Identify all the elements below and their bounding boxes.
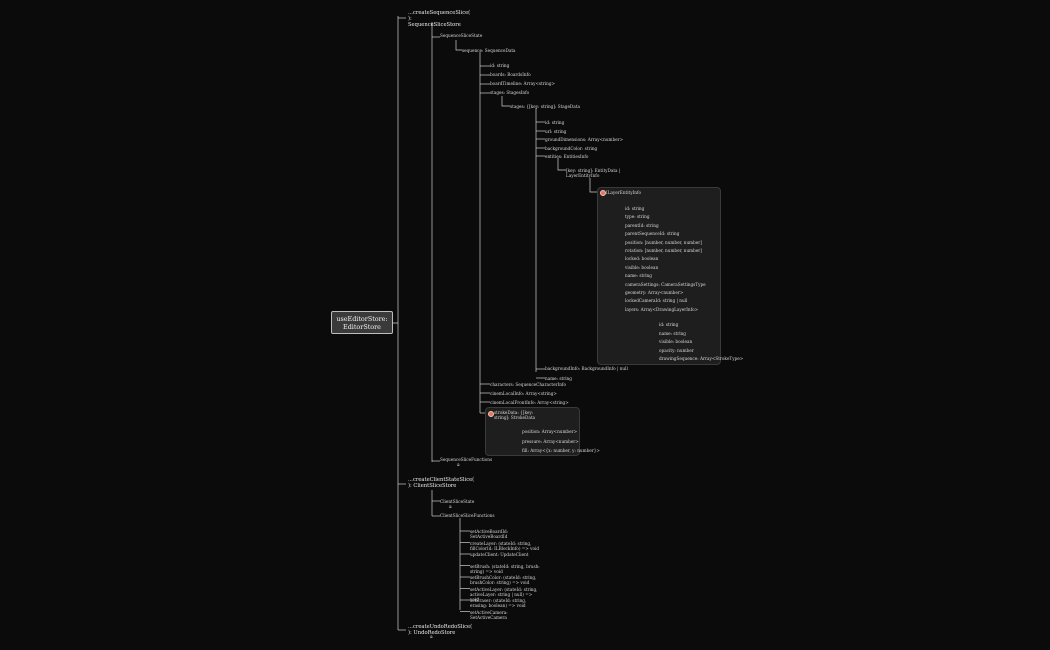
sequence-field[interactable]: stages: StagesInfo <box>490 90 530 95</box>
client-slice-node[interactable]: ...createClientStateSlice( ): ClientSlic… <box>408 477 478 489</box>
layer-field[interactable]: lockedCameraId: string | null <box>625 298 688 304</box>
sequence-field[interactable]: boardTimeline: Array<string> <box>490 81 556 86</box>
stroke-field[interactable]: position: Array<number> <box>522 429 578 434</box>
layer-field[interactable]: id: string <box>625 206 645 211</box>
lock-icon[interactable]: 🔒︎ <box>457 462 460 468</box>
undo-slice-label: ...createUndoRedoSlice( ): UndoRedoStore <box>408 624 473 636</box>
undo-slice-node[interactable]: ...createUndoRedoSlice( ): UndoRedoStore <box>408 624 478 636</box>
connector-line <box>501 96 510 107</box>
stage-field[interactable]: groundDimensions: Array<number> <box>545 137 624 142</box>
stroke-data-node[interactable]: strokeData: {[key: string]: StrokeData <box>494 410 536 420</box>
drawing-layer-field[interactable]: drawingSequence: Array<StrokeType> <box>659 356 744 361</box>
stage-field[interactable]: entities: EntitiesInfo <box>545 154 589 159</box>
client-slice-label: ...createClientStateSlice( ): ClientSlic… <box>408 477 475 489</box>
layer-field[interactable]: cameraSettings: CameraSettingsType <box>625 281 706 287</box>
stage-key-node[interactable]: stages: {[key: string]: StageData <box>510 104 580 109</box>
client-function[interactable]: setBrush: (stateId: string, brush: strin… <box>470 563 540 574</box>
stage-field[interactable]: url: string <box>545 128 567 134</box>
sequence-state-node[interactable]: SequenceSliceState <box>440 33 483 38</box>
layer-field[interactable]: visible: boolean <box>625 264 659 270</box>
layer-field[interactable]: geometry: Array<number> <box>625 290 684 295</box>
stage-field[interactable]: name: string <box>545 375 572 381</box>
sequence-slice-node[interactable]: ...createSequenceSlice( ): SequenceSlice… <box>408 10 478 28</box>
sequence-data-node[interactable]: sequence: SequenceData <box>462 48 516 53</box>
client-functions-node[interactable]: ClientSliceSliceFunctions <box>440 513 495 518</box>
connector-line <box>557 158 566 171</box>
sequence-field[interactable]: characters: SequenceCharacterInfo <box>490 382 566 387</box>
lock-icon[interactable]: 🔒︎ <box>449 504 452 510</box>
layer-field[interactable]: layers: Array<DrawingLayerInfo> <box>625 306 699 312</box>
layer-field[interactable]: parentSequenceId: string <box>625 231 680 237</box>
stroke-panel <box>485 407 580 456</box>
client-function[interactable]: createLayer: (stateId: string, fillColor… <box>470 540 540 551</box>
stroke-field[interactable]: fill: Array<{x: number, y: number}> <box>522 448 600 453</box>
stage-field[interactable]: backgroundInfo: BackgroundInfo | null <box>545 366 628 371</box>
client-function[interactable]: setActiveBoardId: SetActiveBoardId <box>470 529 509 539</box>
layer-field[interactable]: type: string <box>625 214 650 220</box>
stage-field[interactable]: backgroundColor: string <box>545 145 598 151</box>
sequence-field[interactable]: cinemLocalFrontInfo: Array<string> <box>490 400 569 405</box>
expand-dot-icon[interactable] <box>488 411 494 417</box>
client-function[interactable]: setActiveCamera: SetActiveCamera <box>470 609 508 620</box>
lock-icon[interactable]: 🔒︎ <box>430 634 433 640</box>
expand-dot-icon[interactable] <box>600 190 606 196</box>
drawing-layer-field[interactable]: visible: boolean <box>659 339 693 344</box>
stage-field[interactable]: id: string <box>545 120 565 125</box>
drawing-layer-field[interactable]: name: string <box>659 330 686 336</box>
client-function[interactable]: setBrushColor: (stateId: string, brushCo… <box>470 575 537 585</box>
sequence-functions-node[interactable]: SequenceSliceFunctions <box>440 457 493 462</box>
sequence-slice-label: ...createSequenceSlice( ): SequenceSlice… <box>408 10 471 28</box>
sequence-field[interactable]: id: string <box>490 63 510 68</box>
connector-line <box>455 40 462 51</box>
client-function[interactable]: updateClient: UpdateClient <box>470 552 529 557</box>
layer-field[interactable]: parentId: string <box>625 222 659 228</box>
root-spine <box>393 16 399 630</box>
sequence-field[interactable]: cinemLocalInfo: Array<string> <box>490 391 557 396</box>
layer-entity-node[interactable]: ILayerEntityInfo <box>606 190 642 195</box>
drawing-layer-field[interactable]: id: string <box>659 322 679 327</box>
client-function[interactable]: setActiveLayer: (stateId: string, active… <box>470 586 538 602</box>
layer-entity-panel <box>597 187 721 365</box>
client-state-node[interactable]: ClientSliceState <box>440 499 475 504</box>
stroke-field[interactable]: pressure: Array<number> <box>522 438 579 444</box>
connector-line <box>589 178 600 193</box>
entities-key-node[interactable]: [key: string]: EntityData | LayerEntityI… <box>566 168 621 178</box>
root-node[interactable]: useEditorStore: EditorStore <box>331 311 393 334</box>
layer-field[interactable]: position: [number, number, number] <box>625 239 702 245</box>
drawing-layer-field[interactable]: opacity: number <box>659 347 694 353</box>
client-function[interactable]: setEraser: (stateId: string, erasing: bo… <box>470 598 527 608</box>
layer-field[interactable]: name: string <box>625 273 652 279</box>
sequence-field[interactable]: boards: BoardsInfo <box>490 72 531 77</box>
layer-field[interactable]: locked: boolean <box>625 256 659 262</box>
layer-field[interactable]: rotation: [number, number, number] <box>625 248 702 253</box>
